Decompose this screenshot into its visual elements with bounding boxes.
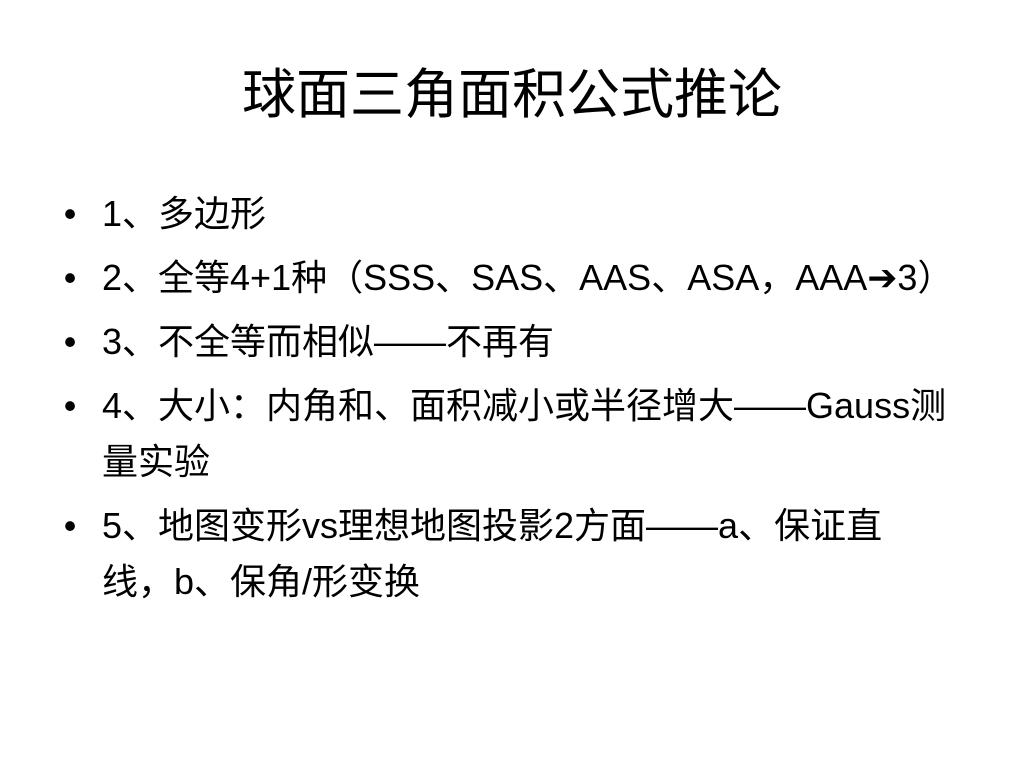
bullet-list: • 1、多边形 • 2、全等4+1种（SSS、SAS、AAS、ASA，AAA➔3… (58, 186, 954, 618)
bullet-dot-icon: • (63, 385, 77, 426)
bullet-dot-icon: • (63, 257, 77, 298)
bullet-text-1: 1、多边形 (102, 193, 267, 234)
slide-title: 球面三角面积公式推论 (242, 63, 782, 126)
bullet-dot-icon: • (63, 505, 77, 546)
bullet-item-4: • 4、大小：内角和、面积减小或半径增大——Gauss测量实验 (58, 378, 948, 490)
bullet-item-2: • 2、全等4+1种（SSS、SAS、AAS、ASA，AAA➔3） (58, 250, 954, 306)
bullet-text-5: 5、地图变形vs理想地图投影2方面——a、保证直线，b、保角/形变换 (102, 505, 883, 602)
bullet-text-3: 3、不全等而相似——不再有 (102, 321, 555, 362)
bullet-item-5: • 5、地图变形vs理想地图投影2方面——a、保证直线，b、保角/形变换 (58, 498, 948, 610)
bullet-text-4: 4、大小：内角和、面积减小或半径增大——Gauss测量实验 (102, 385, 947, 482)
bullet-text-2: 2、全等4+1种（SSS、SAS、AAS、ASA，AAA➔3） (102, 257, 954, 298)
bullet-item-1: • 1、多边形 (58, 186, 948, 242)
bullet-dot-icon: • (63, 193, 77, 234)
bullet-item-3: • 3、不全等而相似——不再有 (58, 314, 948, 370)
bullet-dot-icon: • (63, 321, 77, 362)
